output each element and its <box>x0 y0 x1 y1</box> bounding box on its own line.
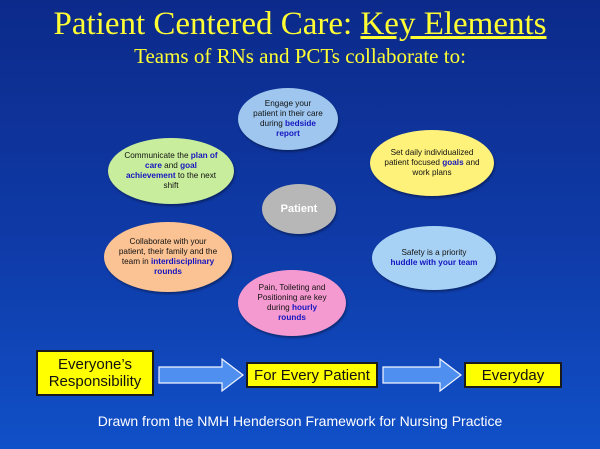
node-interdisciplinary-highlight: interdisciplinary rounds <box>150 257 215 276</box>
page-title: Patient Centered Care: Key Elements <box>0 6 600 43</box>
node-safety-huddle: Safety is a priority huddle with your te… <box>372 226 496 290</box>
title-main: Patient Centered Care: <box>53 6 361 42</box>
center-patient-label: Patient <box>280 203 318 215</box>
node-goals-post: and work plans <box>412 158 480 177</box>
center-patient-node: Patient <box>262 184 336 234</box>
flow-step-everyday: Everyday <box>464 362 562 388</box>
node-bedside-text: Engage your patient in their care during <box>253 99 323 128</box>
flow-step-everyones-responsibility: Everyone’s Responsibility <box>36 350 154 396</box>
node-hourly-text: Pain, Toileting and Positioning are key … <box>257 283 327 312</box>
source-footer: Drawn from the NMH Henderson Framework f… <box>97 413 503 429</box>
page-subtitle: Teams of RNs and PCTs collaborate to: <box>134 44 466 68</box>
node-goals-text: Set daily individualized patient focused <box>384 148 474 167</box>
node-communicate-highlight-2: goal achievement <box>125 161 197 180</box>
title-emphasis: Key Elements <box>360 6 547 42</box>
node-huddle-highlight: huddle with your team <box>390 258 478 267</box>
node-interdisciplinary-rounds: Collaborate with your patient, their fam… <box>104 222 232 292</box>
node-communicate-highlight-1: plan of care <box>145 151 218 170</box>
node-bedside-highlight: bedside report <box>276 119 316 138</box>
node-daily-goals: Set daily individualized patient focused… <box>370 130 494 196</box>
flow-step1-label: Everyone’s Responsibility <box>48 356 142 390</box>
node-communicate-post: to the next shift <box>163 171 217 190</box>
flow-step-for-every-patient: For Every Patient <box>246 362 378 388</box>
node-goals-highlight: goals <box>442 158 464 167</box>
node-communicate-mid: and <box>161 161 181 170</box>
node-interdisciplinary-text: Collaborate with your patient, their fam… <box>118 237 218 266</box>
flow-step2-label: For Every Patient <box>254 366 370 384</box>
node-huddle-text: Safety is a priority <box>401 248 467 257</box>
flow-arrow-2 <box>382 358 462 392</box>
flow-arrow-2-shape <box>382 358 462 392</box>
node-bedside-report: Engage your patient in their care during… <box>238 88 338 150</box>
flow-arrow-1 <box>158 358 244 392</box>
node-communicate-plan: Communicate the plan of care and goal ac… <box>108 138 234 204</box>
node-communicate-text: Communicate the <box>124 151 191 160</box>
node-hourly-highlight: hourly rounds <box>278 303 318 322</box>
node-hourly-rounds: Pain, Toileting and Positioning are key … <box>238 270 346 336</box>
flow-step3-label: Everyday <box>481 366 545 384</box>
flow-arrow-1-shape <box>158 358 244 392</box>
